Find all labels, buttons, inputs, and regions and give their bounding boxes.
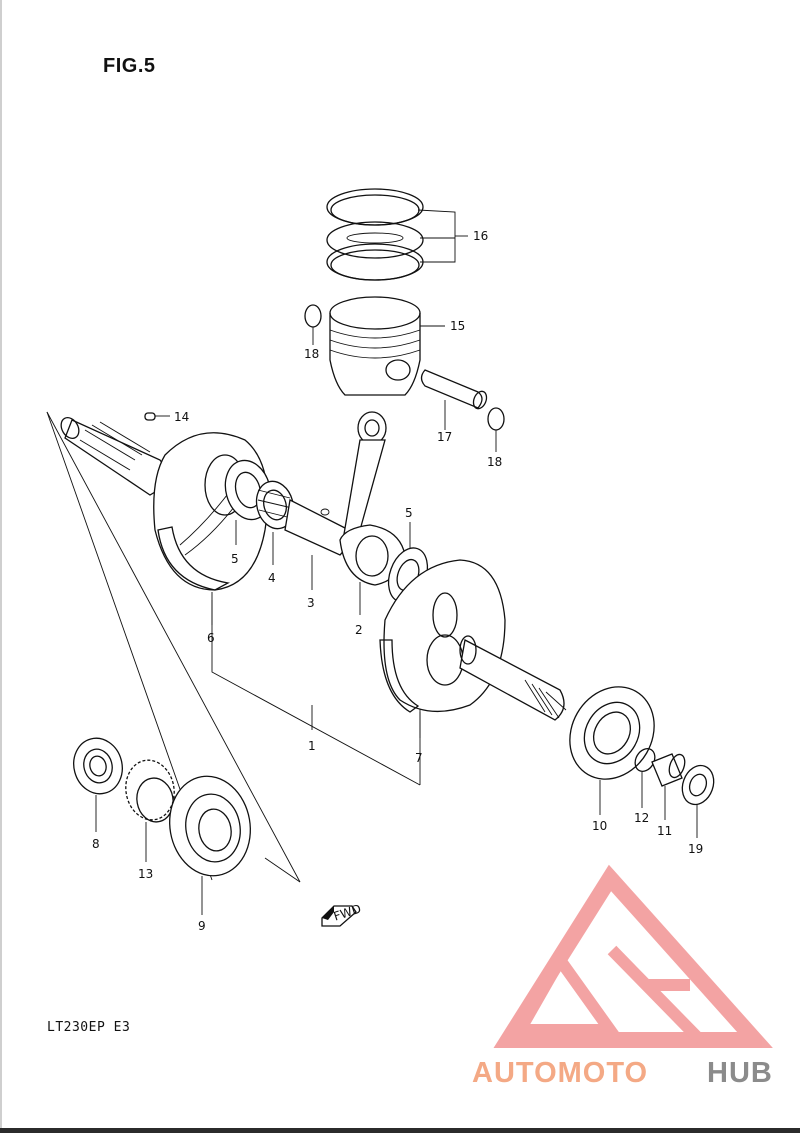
callout-5-right: 5 [405,506,413,520]
right-main-bearing [569,686,655,815]
watermark-logo-icon [493,864,773,1048]
callout-2: 2 [355,623,363,637]
piston-pin [420,369,488,430]
page-edge-left [0,0,2,1133]
left-small-bearing [73,737,123,832]
callout-8: 8 [92,837,100,851]
crankshaft-right-shaft [459,635,567,721]
callout-17: 17 [437,430,452,444]
callout-7: 7 [415,751,423,765]
watermark-text-hub: HUB [707,1057,773,1089]
circlip-left [304,304,322,345]
callout-19: 19 [688,842,703,856]
model-code-label: LT230EP E3 [47,1020,131,1035]
page-edge-bottom [0,1128,800,1133]
callout-4: 4 [268,571,276,585]
connecting-rod [339,411,406,615]
left-main-bearing [169,775,251,915]
callout-11: 11 [657,824,672,838]
piston-rings [326,188,468,281]
callout-10: 10 [592,819,607,833]
oil-seal [681,764,715,838]
callout-5-left: 5 [231,552,239,566]
callout-9: 9 [198,919,206,933]
needle-bearing [255,480,295,565]
crank-pin [284,499,348,590]
fwd-arrow-icon [321,905,357,927]
circlip-right [487,407,505,452]
spacer [651,753,686,820]
figure-title: FIG.5 [103,55,156,77]
callout-3: 3 [307,596,315,610]
piston [329,296,445,396]
primary-drive-gear [125,759,175,862]
callout-6: 6 [207,631,215,645]
callout-18-right: 18 [487,455,502,469]
callout-13: 13 [138,867,153,881]
callout-14: 14 [174,410,189,424]
watermark-text-automoto: AUTOMOTO [472,1057,648,1089]
callout-15: 15 [450,319,465,333]
callout-16: 16 [473,229,488,243]
callout-1: 1 [308,739,316,753]
callout-18-left: 18 [304,347,319,361]
callout-12: 12 [634,811,649,825]
woodruff-key [144,412,170,421]
